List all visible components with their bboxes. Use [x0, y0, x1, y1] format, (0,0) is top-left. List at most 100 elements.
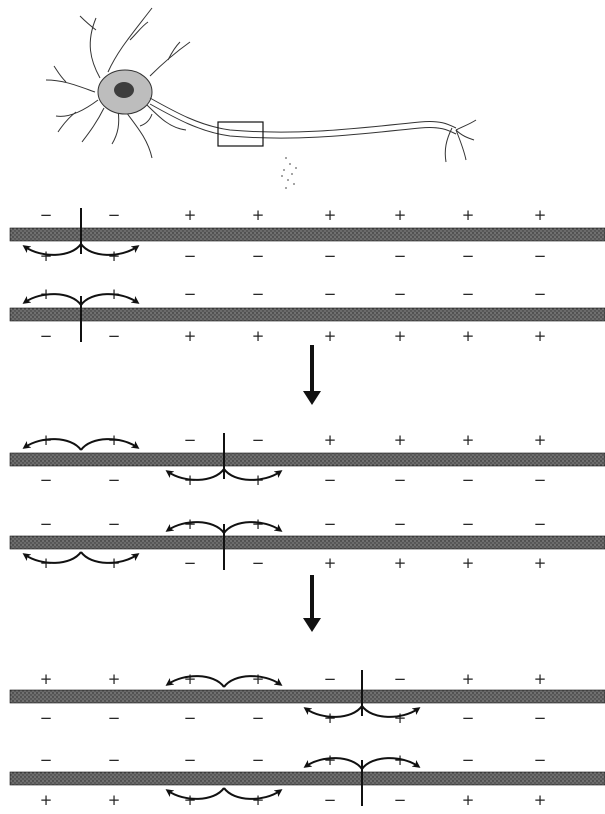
charge-sign: −	[462, 515, 475, 533]
charge-sign: −	[324, 471, 337, 489]
charge-sign: −	[534, 515, 547, 533]
charge-sign: −	[252, 431, 265, 449]
charge-sign: −	[184, 285, 197, 303]
charge-sign: +	[394, 709, 407, 727]
axon-membrane	[10, 690, 605, 703]
axon-membrane	[10, 228, 605, 241]
charge-sign: +	[324, 431, 337, 449]
charge-sign: −	[534, 751, 547, 769]
charge-sign: −	[534, 285, 547, 303]
charge-sign: −	[252, 554, 265, 572]
charge-sign: +	[462, 791, 475, 809]
charge-sign: +	[252, 206, 265, 224]
charge-sign: +	[108, 247, 121, 265]
charge-sign: +	[462, 327, 475, 345]
charge-sign: −	[108, 327, 121, 345]
charge-sign: +	[184, 670, 197, 688]
membrane-panels: − − + + + + + + + + − − − − − − + + − − − − − − − − + + + + + + + + − − + + + +…	[10, 206, 605, 809]
charge-sign: +	[462, 670, 475, 688]
charge-sign: +	[394, 206, 407, 224]
charge-sign: +	[394, 431, 407, 449]
charge-sign: −	[394, 791, 407, 809]
charge-sign: −	[40, 709, 53, 727]
charge-sign: −	[324, 515, 337, 533]
charge-sign: +	[534, 327, 547, 345]
charge-sign: +	[184, 791, 197, 809]
progression-arrowhead	[303, 618, 321, 632]
schwann-cell-sketch	[281, 157, 297, 189]
axon-membrane	[10, 453, 605, 466]
charge-sign: +	[394, 327, 407, 345]
charge-sign: −	[108, 709, 121, 727]
charge-sign: +	[324, 206, 337, 224]
charge-sign: −	[252, 247, 265, 265]
charge-sign: −	[40, 327, 53, 345]
charge-sign: +	[534, 431, 547, 449]
charge-sign: +	[252, 327, 265, 345]
charge-sign: −	[394, 247, 407, 265]
charge-sign: −	[184, 751, 197, 769]
charge-sign: −	[40, 206, 53, 224]
charge-sign: −	[324, 247, 337, 265]
axon-terminals	[445, 120, 476, 162]
charge-sign: +	[534, 670, 547, 688]
charge-sign: +	[324, 709, 337, 727]
charge-sign: −	[394, 670, 407, 688]
charge-sign: +	[40, 670, 53, 688]
charge-sign: −	[394, 285, 407, 303]
axon-segment-box	[218, 122, 263, 146]
axon-membrane	[10, 308, 605, 321]
charge-sign: +	[534, 554, 547, 572]
charge-sign: −	[324, 670, 337, 688]
charge-sign: −	[184, 554, 197, 572]
charge-sign: −	[108, 751, 121, 769]
charge-sign: +	[40, 791, 53, 809]
charge-sign: +	[252, 670, 265, 688]
charge-sign: −	[324, 285, 337, 303]
charge-sign: +	[462, 554, 475, 572]
charge-sign: −	[462, 471, 475, 489]
charge-sign: −	[394, 515, 407, 533]
charge-sign: +	[324, 751, 337, 769]
charge-sign: −	[108, 471, 121, 489]
charge-sign: −	[462, 285, 475, 303]
charge-sign: +	[184, 206, 197, 224]
charge-sign: +	[108, 670, 121, 688]
charge-sign: −	[252, 751, 265, 769]
charge-sign: +	[534, 206, 547, 224]
axon-membrane	[10, 772, 605, 785]
charge-sign: −	[108, 515, 121, 533]
progression-arrowhead	[303, 391, 321, 405]
charge-sign: −	[40, 471, 53, 489]
charge-sign: −	[184, 247, 197, 265]
neuron-illustration	[46, 8, 476, 189]
charge-sign: −	[462, 751, 475, 769]
charge-sign: −	[534, 471, 547, 489]
charge-sign: −	[184, 431, 197, 449]
charge-sign: +	[324, 327, 337, 345]
charge-sign: −	[462, 247, 475, 265]
charge-sign: −	[252, 709, 265, 727]
charge-sign: −	[534, 709, 547, 727]
charge-sign: +	[184, 327, 197, 345]
charge-sign: +	[462, 431, 475, 449]
charge-sign: −	[534, 247, 547, 265]
charge-sign: +	[324, 554, 337, 572]
axon-membrane	[10, 536, 605, 549]
charge-sign: +	[462, 206, 475, 224]
charge-sign: −	[40, 751, 53, 769]
charge-sign: −	[108, 206, 121, 224]
charge-sign: −	[40, 515, 53, 533]
charge-sign: +	[534, 791, 547, 809]
charge-sign: +	[252, 791, 265, 809]
charge-sign: +	[108, 791, 121, 809]
charge-sign: −	[324, 791, 337, 809]
charge-sign: +	[394, 554, 407, 572]
charge-sign: −	[394, 471, 407, 489]
nucleus	[114, 82, 134, 98]
charge-sign: −	[184, 709, 197, 727]
charge-sign: +	[40, 247, 53, 265]
charge-sign: −	[252, 285, 265, 303]
charge-sign: −	[462, 709, 475, 727]
